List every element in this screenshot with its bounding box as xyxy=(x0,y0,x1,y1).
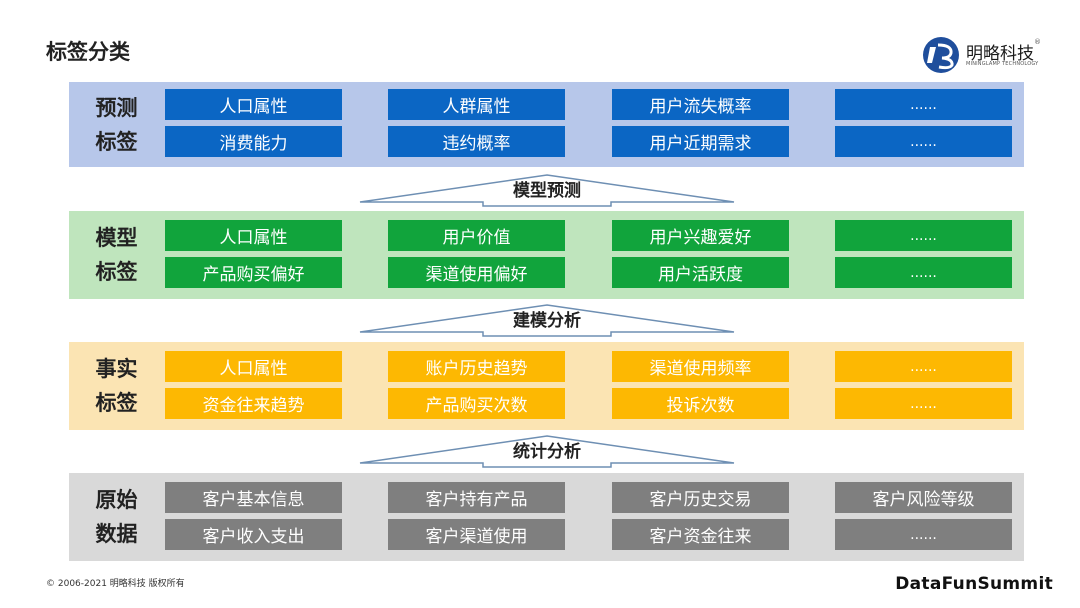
tag-cell: 产品购买次数 xyxy=(388,388,565,419)
tag-cell: ...... xyxy=(835,89,1012,120)
tag-cell: 客户历史交易 xyxy=(612,482,789,513)
band-prediction-tags: 预测 标签 人口属性 人群属性 用户流失概率 ...... 消费能力 违约概率 … xyxy=(69,82,1024,167)
band-label-line2: 标签 xyxy=(95,260,138,284)
arrow-model-prediction: 模型预测 xyxy=(358,173,736,207)
band-label-line2: 数据 xyxy=(95,522,138,546)
tag-cell: ...... xyxy=(835,220,1012,251)
copyright-text: © 2006-2021 明略科技 版权所有 xyxy=(46,579,185,589)
tag-cell: 人口属性 xyxy=(165,351,342,382)
band-label-line1: 事实 xyxy=(95,357,138,381)
tag-cell: 资金往来趋势 xyxy=(165,388,342,419)
tag-cell: 账户历史趋势 xyxy=(388,351,565,382)
tag-cell: 投诉次数 xyxy=(612,388,789,419)
tag-cell: 客户收入支出 xyxy=(165,519,342,550)
band-raw-data: 原始 数据 客户基本信息 客户持有产品 客户历史交易 客户风险等级 客户收入支出… xyxy=(69,473,1024,561)
arrow-label: 建模分析 xyxy=(513,311,581,331)
tag-cell: 用户价值 xyxy=(388,220,565,251)
up-arrow-icon xyxy=(359,435,735,468)
arrow-label: 模型预测 xyxy=(513,181,581,201)
tag-cell: 违约概率 xyxy=(388,126,565,157)
tag-cell: ...... xyxy=(835,388,1012,419)
tag-cell: ...... xyxy=(835,519,1012,550)
band-fact-tags: 事实 标签 人口属性 账户历史趋势 渠道使用频率 ...... 资金往来趋势 产… xyxy=(69,342,1024,430)
tag-cell: 人口属性 xyxy=(165,89,342,120)
arrow-statistical-analysis: 统计分析 xyxy=(358,434,736,468)
logo-name: 明略科技 xyxy=(966,44,1034,64)
tag-cell: 用户兴趣爱好 xyxy=(612,220,789,251)
band-label: 预测 标签 xyxy=(69,82,164,167)
band-label: 模型 标签 xyxy=(69,211,164,299)
arrow-label: 统计分析 xyxy=(513,442,581,462)
tag-cell: 产品购买偏好 xyxy=(165,257,342,288)
tag-cell: 人口属性 xyxy=(165,220,342,251)
band-label: 原始 数据 xyxy=(69,473,164,561)
up-arrow-icon xyxy=(359,174,735,207)
band-label: 事实 标签 xyxy=(69,342,164,430)
tag-cell: 客户资金往来 xyxy=(612,519,789,550)
tag-cell: 客户持有产品 xyxy=(388,482,565,513)
tag-cell: 客户风险等级 xyxy=(835,482,1012,513)
tag-cell: 用户活跃度 xyxy=(612,257,789,288)
tag-cell: 用户流失概率 xyxy=(612,89,789,120)
tag-cell: 人群属性 xyxy=(388,89,565,120)
band-label-line2: 标签 xyxy=(95,391,138,415)
band-label-line2: 标签 xyxy=(95,129,138,154)
tag-cell: ...... xyxy=(835,126,1012,157)
up-arrow-icon xyxy=(359,304,735,337)
logo-subtitle: MININGLAMP TECHNOLOGY xyxy=(966,61,1039,67)
page-title: 标签分类 xyxy=(46,40,130,64)
tag-cell: 用户近期需求 xyxy=(612,126,789,157)
tag-cell: 消费能力 xyxy=(165,126,342,157)
tag-cell: 渠道使用偏好 xyxy=(388,257,565,288)
logo-mark-icon xyxy=(923,37,959,73)
brand-wordmark: DataFunSummit xyxy=(895,574,1053,594)
band-label-line1: 原始 xyxy=(95,488,138,512)
company-logo: 明略科技 ® MININGLAMP TECHNOLOGY xyxy=(922,36,1062,76)
tag-cell: 客户渠道使用 xyxy=(388,519,565,550)
band-model-tags: 模型 标签 人口属性 用户价值 用户兴趣爱好 ...... 产品购买偏好 渠道使… xyxy=(69,211,1024,299)
tag-cell: ...... xyxy=(835,351,1012,382)
logo-reg-mark: ® xyxy=(1034,38,1041,46)
arrow-modeling-analysis: 建模分析 xyxy=(358,303,736,337)
tag-cell: 渠道使用频率 xyxy=(612,351,789,382)
band-label-line1: 预测 xyxy=(95,95,138,120)
band-label-line1: 模型 xyxy=(95,226,138,250)
tag-cell: ...... xyxy=(835,257,1012,288)
tag-cell: 客户基本信息 xyxy=(165,482,342,513)
